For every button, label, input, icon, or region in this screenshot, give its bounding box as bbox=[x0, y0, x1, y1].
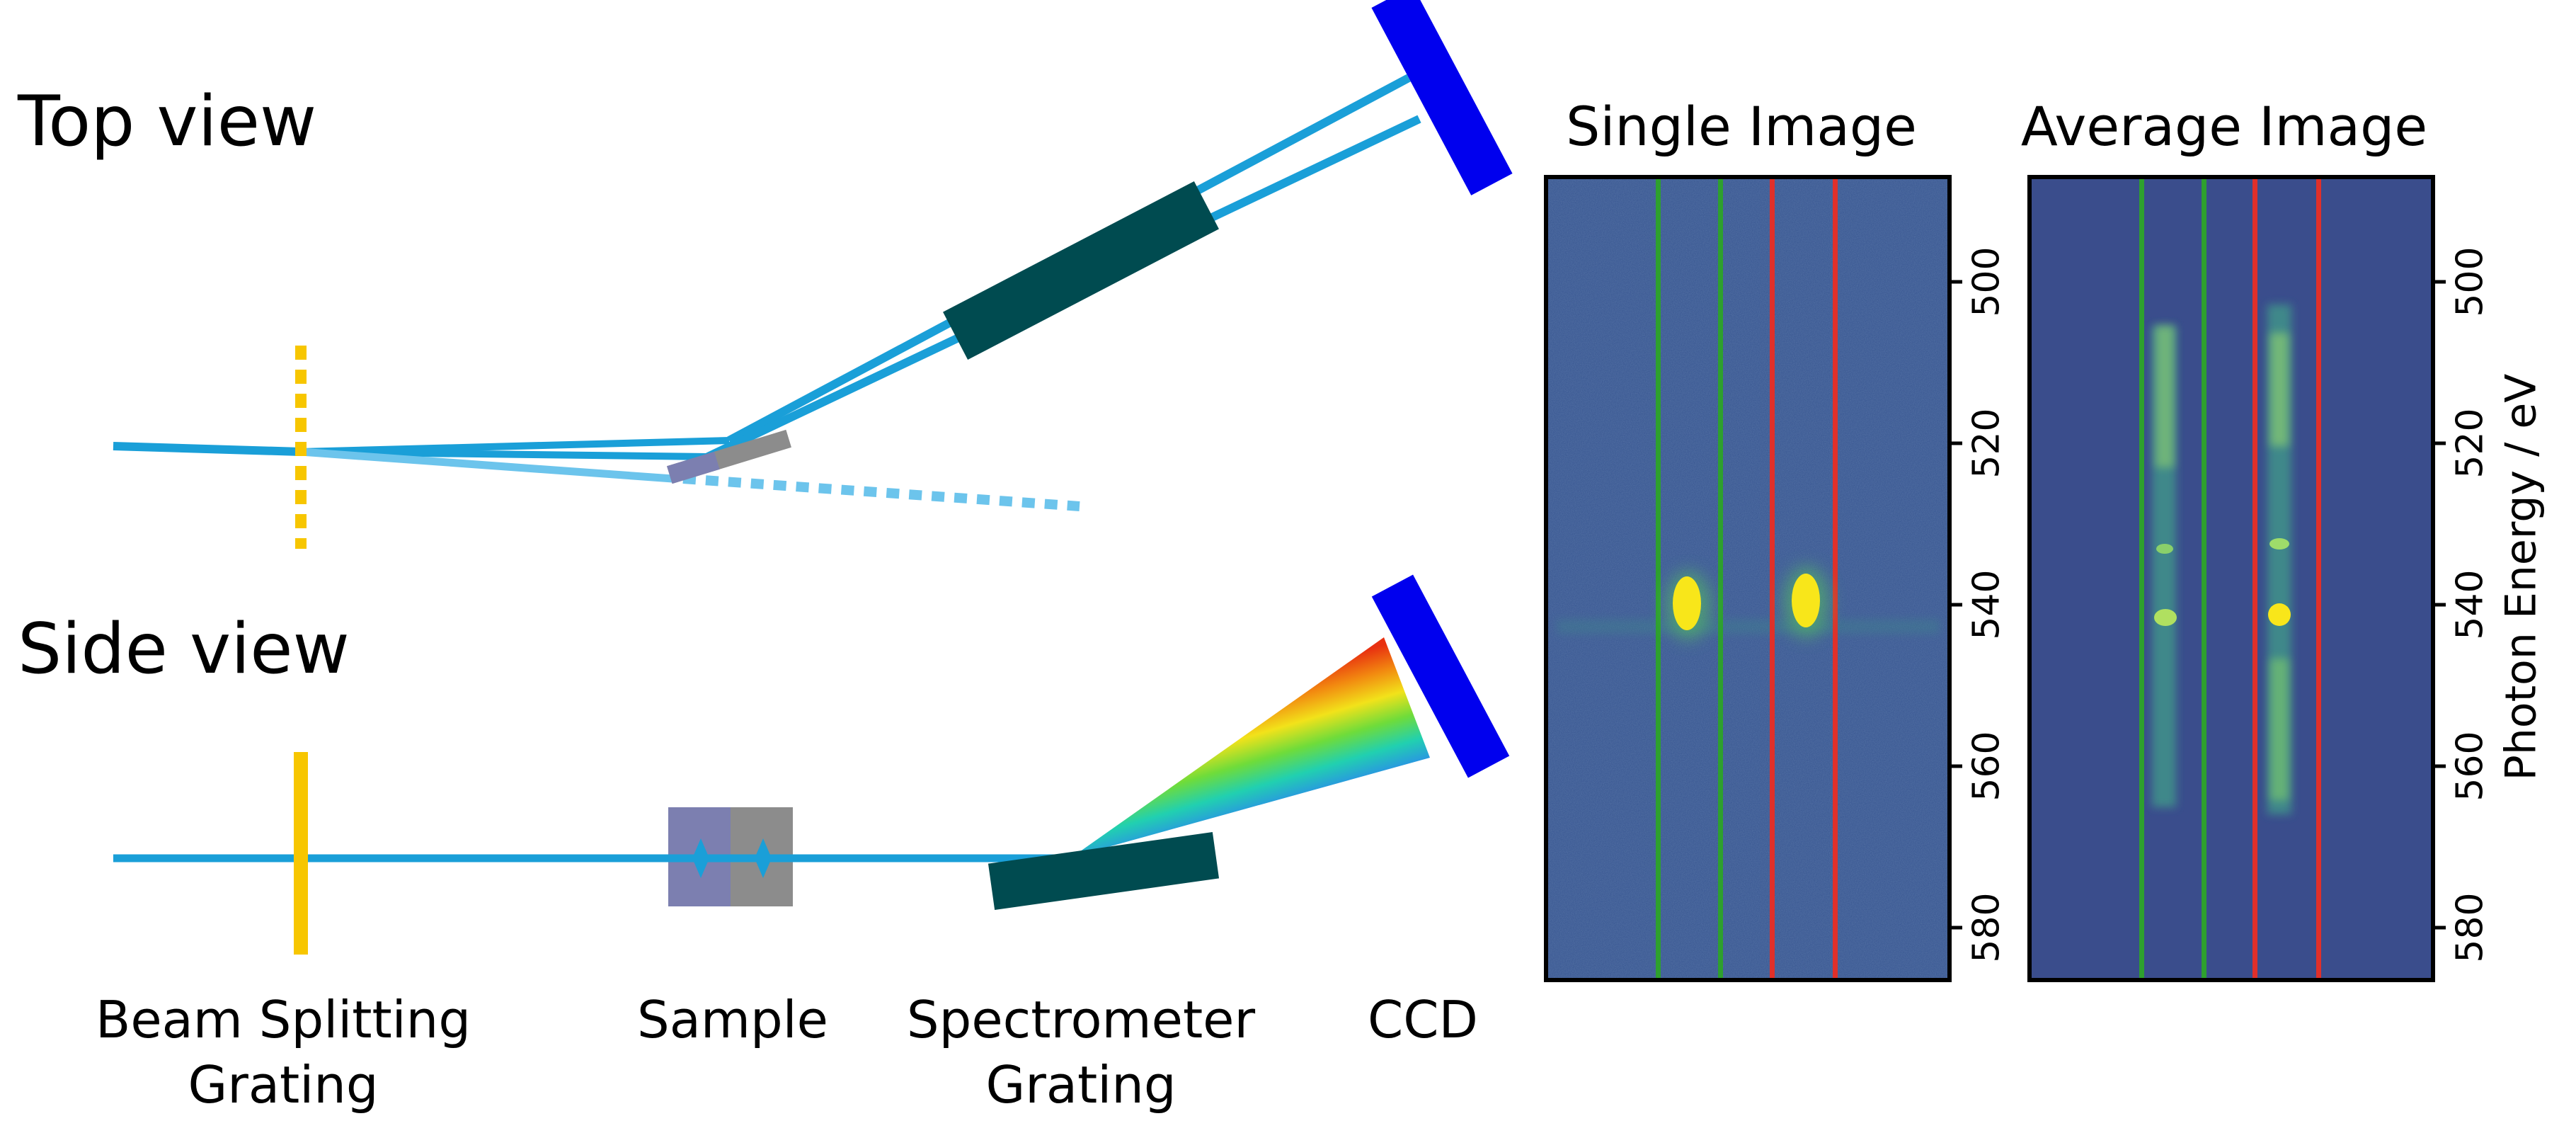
average-signal-1 bbox=[2154, 609, 2177, 626]
average-marker-red-2 bbox=[2316, 177, 2321, 980]
single-image-frame bbox=[1544, 175, 1952, 982]
average-marker-red-1 bbox=[2252, 177, 2257, 980]
sample-sparkles bbox=[681, 838, 783, 878]
single-marker-red-2 bbox=[1833, 177, 1838, 980]
single-tick-580: 580 bbox=[1966, 892, 2008, 962]
average-tick-540: 540 bbox=[2449, 569, 2492, 639]
average-tick-500: 500 bbox=[2449, 246, 2492, 317]
side-spectrometer-grating bbox=[988, 832, 1220, 910]
single-tick-520: 520 bbox=[1966, 408, 2008, 478]
top-beam-lower bbox=[300, 448, 673, 483]
label-ccd: CCD bbox=[1368, 990, 1478, 1049]
label-spectrometer-2: Grating bbox=[985, 1055, 1176, 1115]
single-tick-560: 560 bbox=[1966, 731, 2008, 801]
top-view-label: Top view bbox=[17, 81, 316, 162]
side-beam-splitting-grating bbox=[294, 752, 308, 955]
average-marker-green-2 bbox=[2202, 177, 2206, 980]
single-image-title: Single Image bbox=[1566, 95, 1917, 158]
side-view-diagram bbox=[113, 574, 1510, 955]
side-view-label: Side view bbox=[18, 609, 350, 690]
label-spectrometer-1: Spectrometer bbox=[907, 990, 1256, 1049]
diffraction-fan bbox=[1072, 637, 1430, 857]
average-signal-2 bbox=[2268, 603, 2291, 626]
top-view-diagram bbox=[113, 0, 1513, 549]
side-ccd bbox=[1371, 574, 1510, 778]
top-spectrometer-grating bbox=[943, 181, 1219, 360]
single-signal-1 bbox=[1673, 576, 1701, 630]
single-image-panel bbox=[1544, 175, 1952, 982]
average-tick-560: 560 bbox=[2449, 731, 2492, 801]
single-signal-2 bbox=[1792, 574, 1820, 627]
single-marker-green-2 bbox=[1718, 177, 1723, 980]
label-sample: Sample bbox=[637, 990, 828, 1049]
average-tick-520: 520 bbox=[2449, 408, 2492, 478]
label-beam-splitting-1: Beam Splitting bbox=[96, 990, 471, 1049]
single-marker-red-1 bbox=[1770, 177, 1775, 980]
average-yaxis: 500 520 540 560 580 Photon Energy / eV bbox=[2433, 246, 2546, 963]
average-tick-580: 580 bbox=[2449, 892, 2492, 962]
single-marker-green-1 bbox=[1656, 177, 1661, 980]
top-transmitted-beam bbox=[682, 474, 1080, 511]
average-image-frame bbox=[2027, 175, 2435, 982]
single-tick-500: 500 bbox=[1966, 246, 2008, 317]
average-image-title: Average Image bbox=[2021, 95, 2427, 158]
label-beam-splitting-2: Grating bbox=[188, 1055, 378, 1115]
average-image-panel bbox=[2027, 175, 2435, 982]
top-beam-middle bbox=[300, 448, 709, 460]
photon-energy-axis-label: Photon Energy / eV bbox=[2497, 374, 2546, 781]
single-yaxis: 500 520 540 560 580 bbox=[1950, 246, 2008, 963]
average-marker-green-1 bbox=[2139, 177, 2144, 980]
top-incoming-beam bbox=[113, 442, 302, 456]
single-tick-540: 540 bbox=[1966, 569, 2008, 639]
top-ccd bbox=[1371, 0, 1513, 195]
